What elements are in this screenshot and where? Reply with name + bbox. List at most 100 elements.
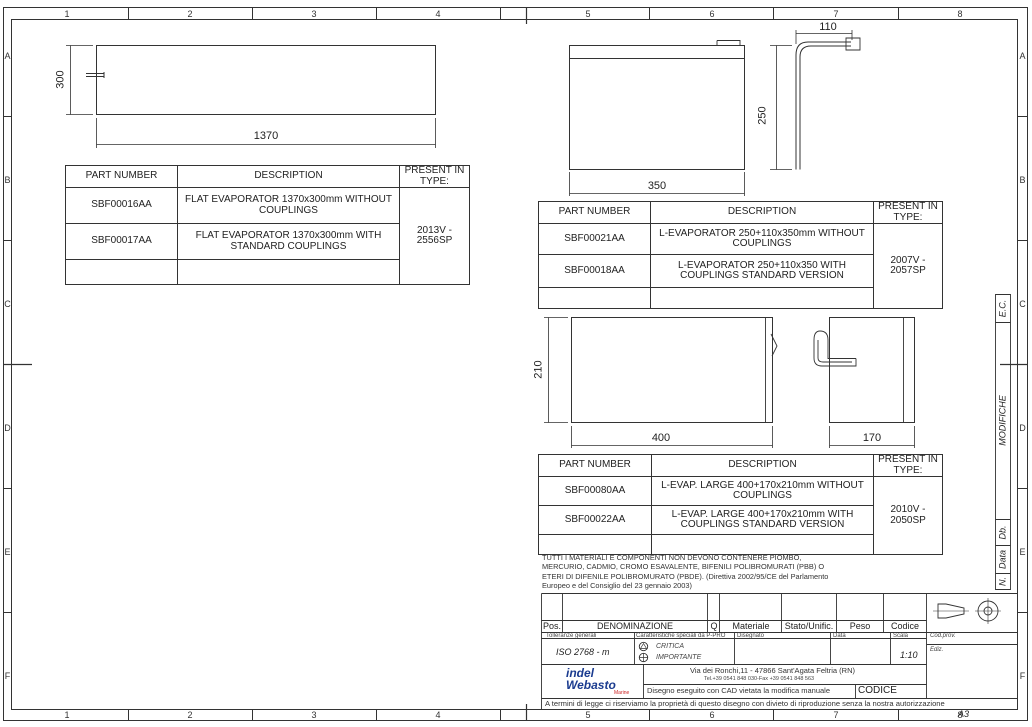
l-evaporator-width-label: 350 — [647, 180, 667, 192]
flat-height-label: 300 — [54, 70, 67, 89]
zone-row-label: A — [4, 51, 11, 61]
description-cell: FLAT EVAPORATOR 1370x300mm WITH STANDARD… — [177, 223, 400, 260]
zone-col-label: 2 — [187, 9, 193, 19]
flat-evaporator-table: PART NUMBER DESCRIPTION PRESENT IN TYPE:… — [65, 165, 470, 285]
l-evap-large-coupling — [813, 330, 857, 367]
flat-length-dimension — [96, 118, 436, 148]
revision-ec-label: E.C. — [997, 299, 1008, 318]
tb-critica-label: CRITICA — [656, 643, 684, 650]
l-evaporator-depth-dimension — [795, 30, 853, 44]
l-evaporator-views — [569, 30, 861, 196]
col-header-part-number: PART NUMBER — [538, 454, 652, 477]
zone-row-label: B — [4, 175, 11, 185]
zone-row-label: F — [4, 671, 11, 681]
brand-logo-indel: indel — [566, 666, 595, 680]
zone-col-label: 5 — [585, 710, 591, 720]
tb-pos-label: Pos. — [542, 621, 561, 631]
description-cell: L-EVAPORATOR 250+110x350mm WITHOUT COUPL… — [650, 223, 874, 255]
zone-row-label: C — [4, 299, 11, 309]
tb-address: Via dei Ronchi,11 - 47866 Sant'Agata Fel… — [690, 666, 855, 675]
l-evap-large-height-label: 210 — [532, 360, 545, 379]
zone-row-label: A — [1019, 51, 1026, 61]
tb-codice-label: Codice — [890, 621, 919, 631]
zone-col-label: 6 — [709, 710, 715, 720]
l-evap-large-depth-dimension — [829, 426, 915, 448]
l-evaporator-width-dimension — [569, 172, 745, 196]
zone-col-label: 1 — [64, 9, 70, 19]
zone-row-label: E — [4, 547, 11, 557]
tb-tolleranze-value: ISO 2768 - m — [556, 647, 610, 657]
empty-cell — [538, 287, 651, 309]
empty-cell — [650, 287, 874, 309]
tb-peso-label: Peso — [849, 621, 871, 631]
zone-row-label: F — [1019, 671, 1026, 681]
zone-col-label: 8 — [957, 9, 963, 19]
empty-cell — [538, 534, 652, 555]
brand-logo-marine: Marine — [614, 690, 630, 696]
l-evaporator-height-label: 250 — [756, 106, 769, 125]
projection-symbol-cone — [937, 603, 965, 619]
empty-cell — [65, 259, 178, 285]
l-evap-large-height-dimension — [544, 317, 568, 423]
importante-symbol — [638, 652, 649, 663]
part-number-cell: SBF00022AA — [538, 505, 652, 535]
zone-col-label: 3 — [311, 710, 317, 720]
description-cell: FLAT EVAPORATOR 1370x300mm WITHOUT COUPL… — [177, 187, 400, 224]
critica-symbol — [638, 641, 649, 652]
l-evaporator-height-dimension — [770, 45, 792, 170]
present-in-type-cell: 2007V - 2057SP — [873, 223, 943, 309]
tb-legal-note: A termini di legge ci riserviamo la prop… — [545, 699, 945, 708]
sheet-inner-border — [11, 19, 1018, 710]
col-header-part-number: PART NUMBER — [538, 201, 651, 224]
centering-marks — [3, 7, 1028, 721]
tb-materiale-label: Materiale — [732, 621, 770, 631]
tb-codice-field-label: CODICE — [858, 685, 897, 696]
tb-cod-prov-label: Cod.prov. — [930, 633, 956, 639]
tb-cad-note: Disegno eseguito con CAD vietata la modi… — [647, 686, 831, 695]
present-in-type-cell: 2013V - 2556SP — [399, 187, 470, 285]
col-header-description: DESCRIPTION — [177, 165, 400, 188]
materials-note: TUTTI I MATERIALI E COMPONENTI NON DEVON… — [542, 553, 829, 590]
flat-evaporator-outline — [96, 45, 436, 115]
zone-col-label: 8 — [957, 710, 963, 720]
empty-cell — [651, 534, 874, 555]
revision-modifiche-label: MODIFICHE — [997, 395, 1008, 446]
tb-special-label: Caratteristiche speciali da P-PRO — [636, 633, 726, 639]
title-block-lines — [541, 593, 1018, 710]
tb-stato-label: Stato/Unific. — [784, 621, 834, 631]
flat-evaporator-view — [66, 45, 436, 148]
tb-data-label: Data — [833, 633, 846, 639]
col-header-present-in-type: PRESENT IN TYPE: — [873, 201, 943, 224]
part-number-cell: SBF00080AA — [538, 476, 652, 506]
tb-scala-value: 1:10 — [900, 650, 918, 660]
l-evaporator-depth-label: 110 — [819, 21, 837, 33]
revision-n-label: N. — [997, 577, 1008, 586]
part-number-cell: SBF00017AA — [65, 223, 178, 260]
zone-col-label: 5 — [585, 9, 591, 19]
description-cell: L-EVAP. LARGE 400+170x210mm WITHOUT COUP… — [651, 476, 874, 506]
l-evap-large-table: PART NUMBER DESCRIPTION PRESENT IN TYPE:… — [538, 454, 943, 555]
tb-ediz-label: Ediz. — [930, 647, 944, 653]
tb-q-label: Q — [710, 621, 718, 631]
tb-tolleranze-label: Tolleranze generali — [546, 633, 597, 639]
col-header-part-number: PART NUMBER — [65, 165, 178, 188]
zone-row-label: B — [1019, 175, 1026, 185]
flat-evaporator-coupling — [86, 72, 105, 78]
zone-col-label: 1 — [64, 710, 70, 720]
empty-cell — [177, 259, 400, 285]
l-evap-large-width-label: 400 — [651, 432, 671, 444]
zone-row-label: D — [4, 423, 11, 433]
zone-col-label: 6 — [709, 9, 715, 19]
revision-column — [995, 294, 1011, 590]
l-evap-large-width-dimension — [571, 426, 773, 448]
zone-row-label: E — [1019, 547, 1026, 557]
brand-logo-webasto: Webasto — [566, 678, 616, 692]
part-number-cell: SBF00018AA — [538, 254, 651, 288]
zone-col-label: 4 — [435, 710, 441, 720]
l-evaporator-front-outline — [569, 45, 745, 170]
zone-col-label: 3 — [311, 9, 317, 19]
present-in-type-cell: 2010V - 2050SP — [873, 476, 943, 555]
tb-importante-label: IMPORTANTE — [656, 654, 702, 661]
part-number-cell: SBF00016AA — [65, 187, 178, 224]
